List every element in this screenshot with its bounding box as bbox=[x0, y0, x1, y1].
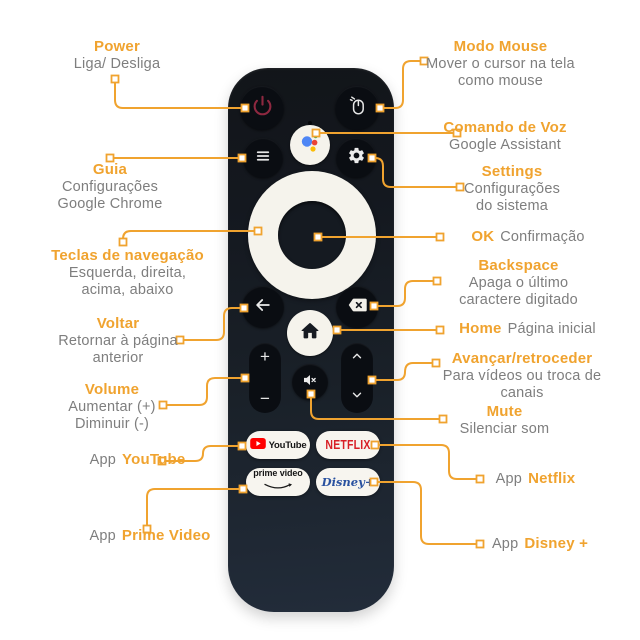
speaker-mute-icon bbox=[301, 371, 319, 394]
microphone-hole bbox=[308, 121, 312, 125]
backspace-annotation: Backspace Apaga o último caractere digit… bbox=[436, 257, 601, 310]
netflix-annotation: App Netflix bbox=[453, 470, 618, 489]
power-button[interactable] bbox=[240, 86, 284, 130]
netflix-annotation-title: Netflix bbox=[528, 470, 576, 487]
mouse-mode-annotation-desc1: Mover o cursor na tela bbox=[426, 55, 575, 72]
mute-annotation-title: Mute bbox=[486, 403, 523, 420]
back-annotation-title: Voltar bbox=[96, 315, 140, 332]
backspace-annotation-desc1: Apaga o último bbox=[468, 274, 569, 291]
settings-annotation-desc1: Configurações bbox=[463, 180, 561, 197]
voice-command-annotation-title: Comando de Voz bbox=[443, 119, 567, 136]
guide-annotation-desc1: Configurações bbox=[61, 178, 159, 195]
chevron-down-icon bbox=[349, 388, 365, 407]
chevron-up-icon bbox=[349, 349, 365, 368]
guide-annotation: Guia Configurações Google Chrome bbox=[30, 161, 190, 214]
forward-rewind-annotation-title: Avançar/retroceder bbox=[451, 350, 593, 367]
mouse-mode-annotation-desc2: como mouse bbox=[457, 73, 543, 89]
nav-keys-annotation: Teclas de navegação Esquerda, direita, a… bbox=[30, 247, 225, 300]
amazon-smile-icon bbox=[263, 477, 293, 495]
channel-rocker[interactable] bbox=[341, 343, 373, 413]
youtube-app-button[interactable]: YouTube bbox=[246, 431, 310, 459]
back-annotation-desc2: anterior bbox=[92, 350, 144, 366]
forward-rewind-annotation-desc2: canais bbox=[500, 385, 544, 401]
settings-annotation-desc2: do sistema bbox=[475, 198, 549, 214]
backspace-annotation-title: Backspace bbox=[478, 257, 559, 274]
google-assistant-icon bbox=[297, 130, 323, 161]
ok-annotation: OK Confirmação bbox=[443, 228, 613, 247]
prime-video-annotation-title: Prime Video bbox=[121, 527, 211, 544]
mute-annotation-desc: Silenciar som bbox=[459, 420, 550, 437]
power-annotation-desc: Liga/ Desliga bbox=[73, 55, 161, 72]
power-annotation-title: Power bbox=[93, 38, 140, 55]
mouse-mode-annotation-title: Modo Mouse bbox=[453, 38, 548, 55]
guide-annotation-desc2: Google Chrome bbox=[57, 196, 163, 212]
youtube-wordmark: YouTube bbox=[268, 439, 307, 451]
netflix-app-button[interactable]: NETFLIX bbox=[316, 431, 380, 459]
mouse-mode-annotation: Modo Mouse Mover o cursor na tela como m… bbox=[408, 38, 593, 91]
power-icon bbox=[252, 95, 273, 121]
back-button[interactable] bbox=[242, 286, 284, 328]
disney-plus-wordmark: Disney+ bbox=[321, 475, 375, 489]
guide-menu-button[interactable] bbox=[243, 138, 283, 178]
arrow-left-icon bbox=[253, 295, 273, 320]
settings-button[interactable] bbox=[336, 138, 376, 178]
prime-video-app-button[interactable]: prime video bbox=[246, 468, 310, 496]
netflix-annotation-prefix: App bbox=[495, 471, 523, 487]
gear-icon bbox=[347, 146, 366, 170]
backspace-button[interactable] bbox=[336, 286, 378, 328]
volume-up-label: + bbox=[260, 347, 270, 366]
navigation-ring[interactable] bbox=[248, 171, 376, 299]
menu-icon bbox=[254, 147, 272, 170]
home-button[interactable] bbox=[287, 310, 333, 356]
disney-plus-app-button[interactable]: Disney+ bbox=[316, 468, 380, 496]
settings-annotation-title: Settings bbox=[481, 163, 543, 180]
home-annotation-desc: Página inicial bbox=[507, 321, 596, 337]
nav-keys-annotation-desc1: Esquerda, direita, bbox=[68, 264, 187, 281]
ok-button[interactable] bbox=[278, 201, 346, 269]
volume-down-label: − bbox=[260, 389, 270, 408]
backspace-annotation-desc2: caractere digitado bbox=[459, 292, 578, 308]
power-annotation: Power Liga/ Desliga bbox=[37, 38, 197, 73]
mute-button[interactable] bbox=[292, 364, 328, 400]
forward-rewind-annotation: Avançar/retroceder Para vídeos ou troca … bbox=[427, 350, 617, 403]
volume-rocker[interactable]: + − bbox=[249, 343, 281, 413]
settings-annotation: Settings Configurações do sistema bbox=[432, 163, 592, 216]
remote-body: + − YouTube bbox=[228, 68, 394, 612]
disney-annotation-title: Disney + bbox=[524, 535, 589, 552]
volume-annotation-desc1: Aumentar (+) bbox=[68, 398, 156, 415]
home-annotation: Home Página inicial bbox=[440, 320, 615, 339]
youtube-annotation-title: YouTube bbox=[122, 451, 186, 468]
home-annotation-title: Home bbox=[459, 320, 502, 337]
home-icon bbox=[299, 320, 321, 347]
volume-annotation: Volume Aumentar (+) Diminuir (-) bbox=[32, 381, 192, 434]
prime-video-annotation: App Prime Video bbox=[65, 527, 235, 546]
youtube-play-icon bbox=[249, 436, 266, 454]
netflix-wordmark: NETFLIX bbox=[325, 437, 371, 453]
google-assistant-button[interactable] bbox=[290, 125, 330, 165]
backspace-icon bbox=[346, 294, 368, 321]
nav-keys-annotation-title: Teclas de navegação bbox=[51, 247, 204, 264]
youtube-annotation-prefix: App bbox=[89, 452, 117, 468]
voice-command-annotation: Comando de Voz Google Assistant bbox=[420, 119, 590, 154]
prime-video-annotation-prefix: App bbox=[89, 528, 116, 544]
nav-keys-annotation-desc2: acima, abaixo bbox=[81, 282, 174, 298]
youtube-annotation: App YouTube bbox=[55, 451, 220, 470]
prime-video-wordmark: prime video bbox=[253, 468, 303, 478]
mute-annotation: Mute Silenciar som bbox=[432, 403, 577, 438]
volume-annotation-desc2: Diminuir (-) bbox=[74, 416, 150, 432]
mouse-mode-button[interactable] bbox=[335, 86, 379, 130]
back-annotation-desc1: Retornar à página bbox=[58, 332, 178, 349]
mouse-icon bbox=[347, 95, 368, 121]
guide-annotation-title: Guia bbox=[92, 161, 128, 178]
ok-annotation-desc: Confirmação bbox=[500, 229, 585, 245]
voice-command-annotation-desc: Google Assistant bbox=[448, 136, 561, 153]
disney-annotation-prefix: App bbox=[491, 536, 519, 552]
volume-annotation-title: Volume bbox=[84, 381, 140, 398]
ok-annotation-title: OK bbox=[471, 228, 495, 245]
disney-annotation: App Disney + bbox=[455, 535, 625, 554]
back-annotation: Voltar Retornar à página anterior bbox=[33, 315, 203, 368]
forward-rewind-annotation-desc1: Para vídeos ou troca de bbox=[442, 367, 602, 384]
